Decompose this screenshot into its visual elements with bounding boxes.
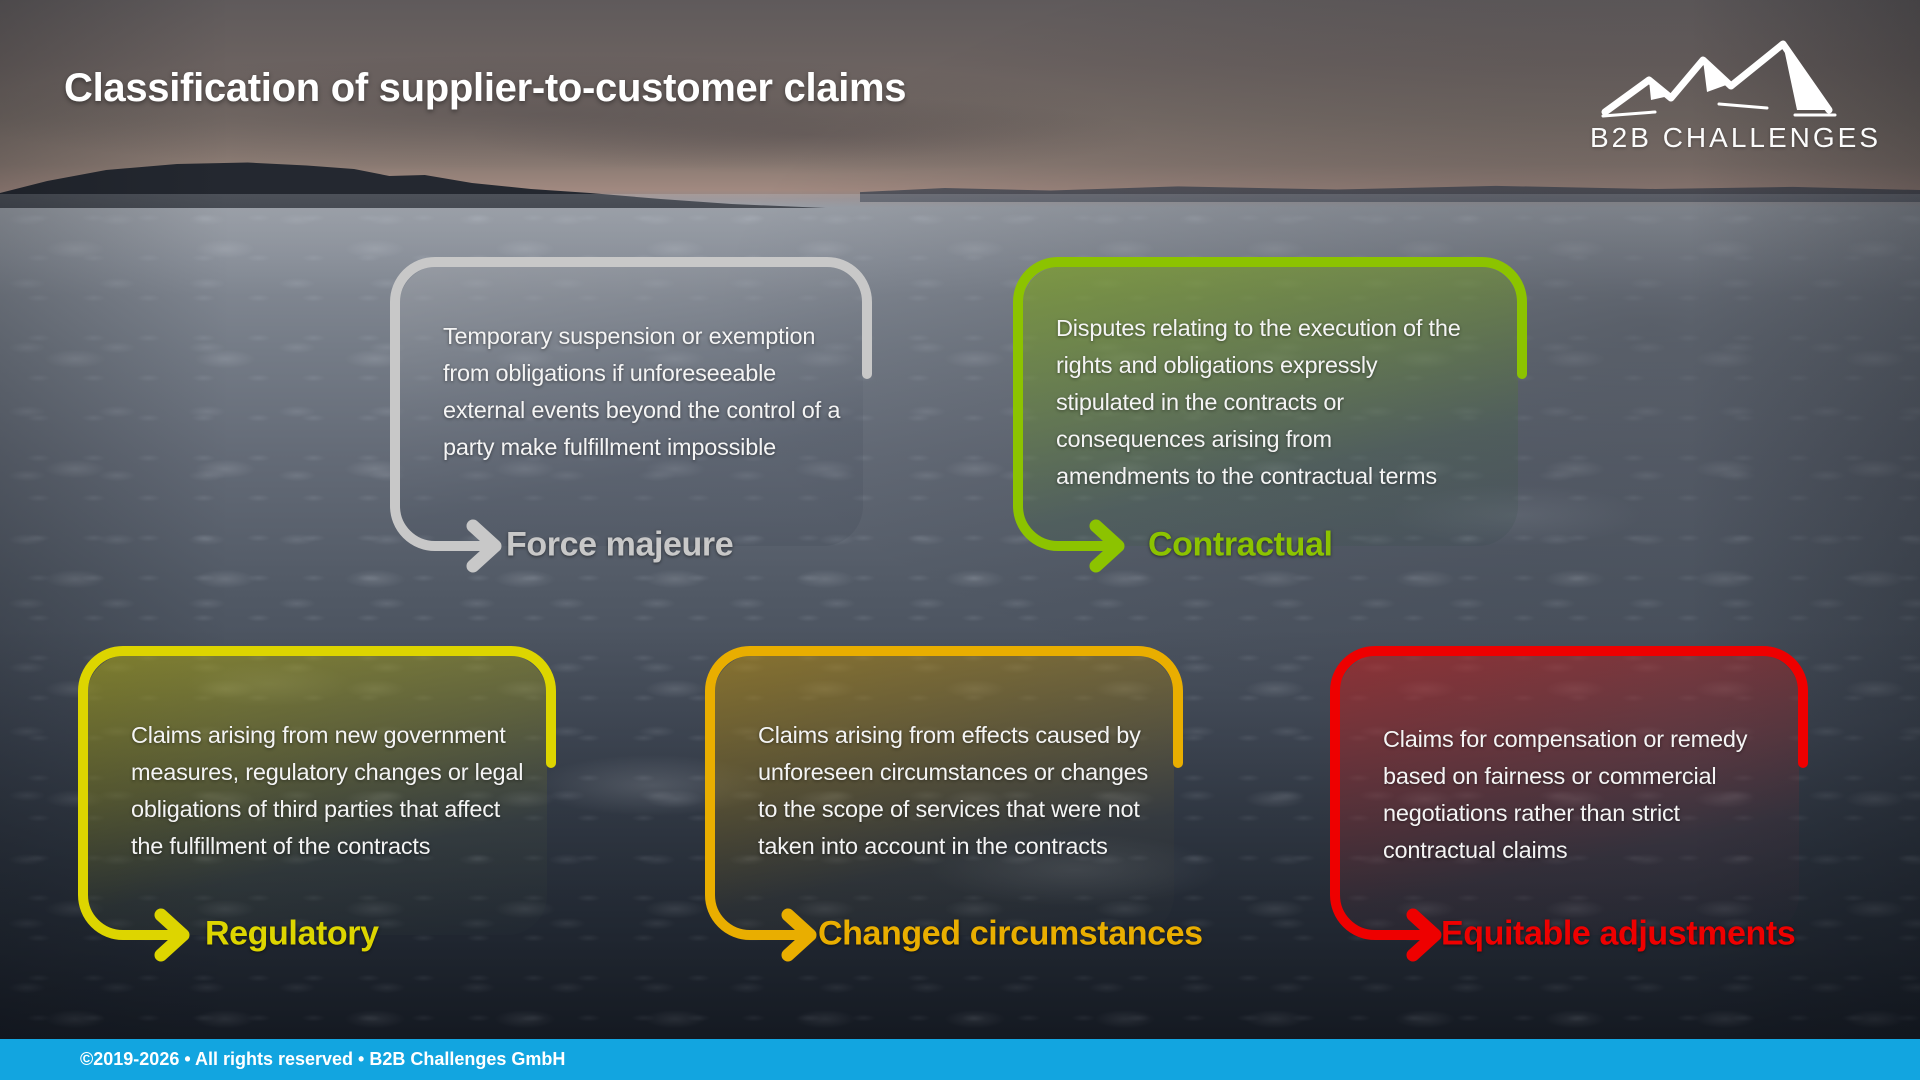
right-arrow-icon	[154, 908, 190, 962]
right-arrow-icon	[1406, 908, 1442, 962]
claim-card-regulatory: Claims arising from new government measu…	[77, 645, 557, 962]
card-outline-arrow-icon	[78, 646, 556, 962]
page-title: Classification of supplier-to-customer c…	[64, 66, 907, 110]
card-color-wash	[714, 655, 1174, 935]
card-outline-arrow-icon	[390, 257, 872, 573]
card-label: Contractual	[1148, 525, 1333, 564]
mountain-peaks-icon	[1601, 40, 1837, 118]
card-label: Force majeure	[506, 525, 734, 564]
card-description: Claims arising from new government measu…	[131, 722, 524, 859]
card-outline-arrow-icon	[1330, 646, 1808, 962]
right-arrow-icon	[781, 908, 817, 962]
claim-card-force-majeure: Temporary suspension or exemption from o…	[389, 256, 873, 573]
right-arrow-icon	[1089, 519, 1125, 573]
claim-card-changed-circumstances: Claims arising from effects caused by un…	[704, 645, 1203, 962]
copyright-text: ©2019-2026 • All rights reserved • B2B C…	[80, 1049, 566, 1069]
card-outline-arrow-icon	[1013, 257, 1527, 573]
card-color-wash	[1022, 266, 1518, 546]
card-outline-arrow-icon	[705, 646, 1183, 962]
right-arrow-icon	[466, 519, 502, 573]
brand-logo: B2B CHALLENGES	[1590, 40, 1881, 154]
footer-bar: ©2019-2026 • All rights reserved • B2B C…	[0, 1039, 1920, 1080]
card-description: Disputes relating to the execution of th…	[1056, 315, 1461, 489]
card-description: Claims arising from effects caused by un…	[758, 722, 1149, 859]
claim-card-equitable-adjustments: Claims for compensation or remedy based …	[1329, 645, 1809, 962]
card-description: Claims for compensation or remedy based …	[1383, 726, 1748, 863]
card-color-wash	[1339, 655, 1799, 935]
card-description: Temporary suspension or exemption from o…	[443, 323, 841, 460]
card-color-wash	[399, 266, 863, 546]
card-label: Changed circumstances	[818, 914, 1203, 953]
card-label: Equitable adjustments	[1441, 914, 1796, 953]
claim-card-contractual: Disputes relating to the execution of th…	[1012, 256, 1528, 573]
card-color-wash	[87, 655, 547, 935]
brand-name: B2B CHALLENGES	[1590, 122, 1881, 153]
card-label: Regulatory	[205, 914, 379, 953]
